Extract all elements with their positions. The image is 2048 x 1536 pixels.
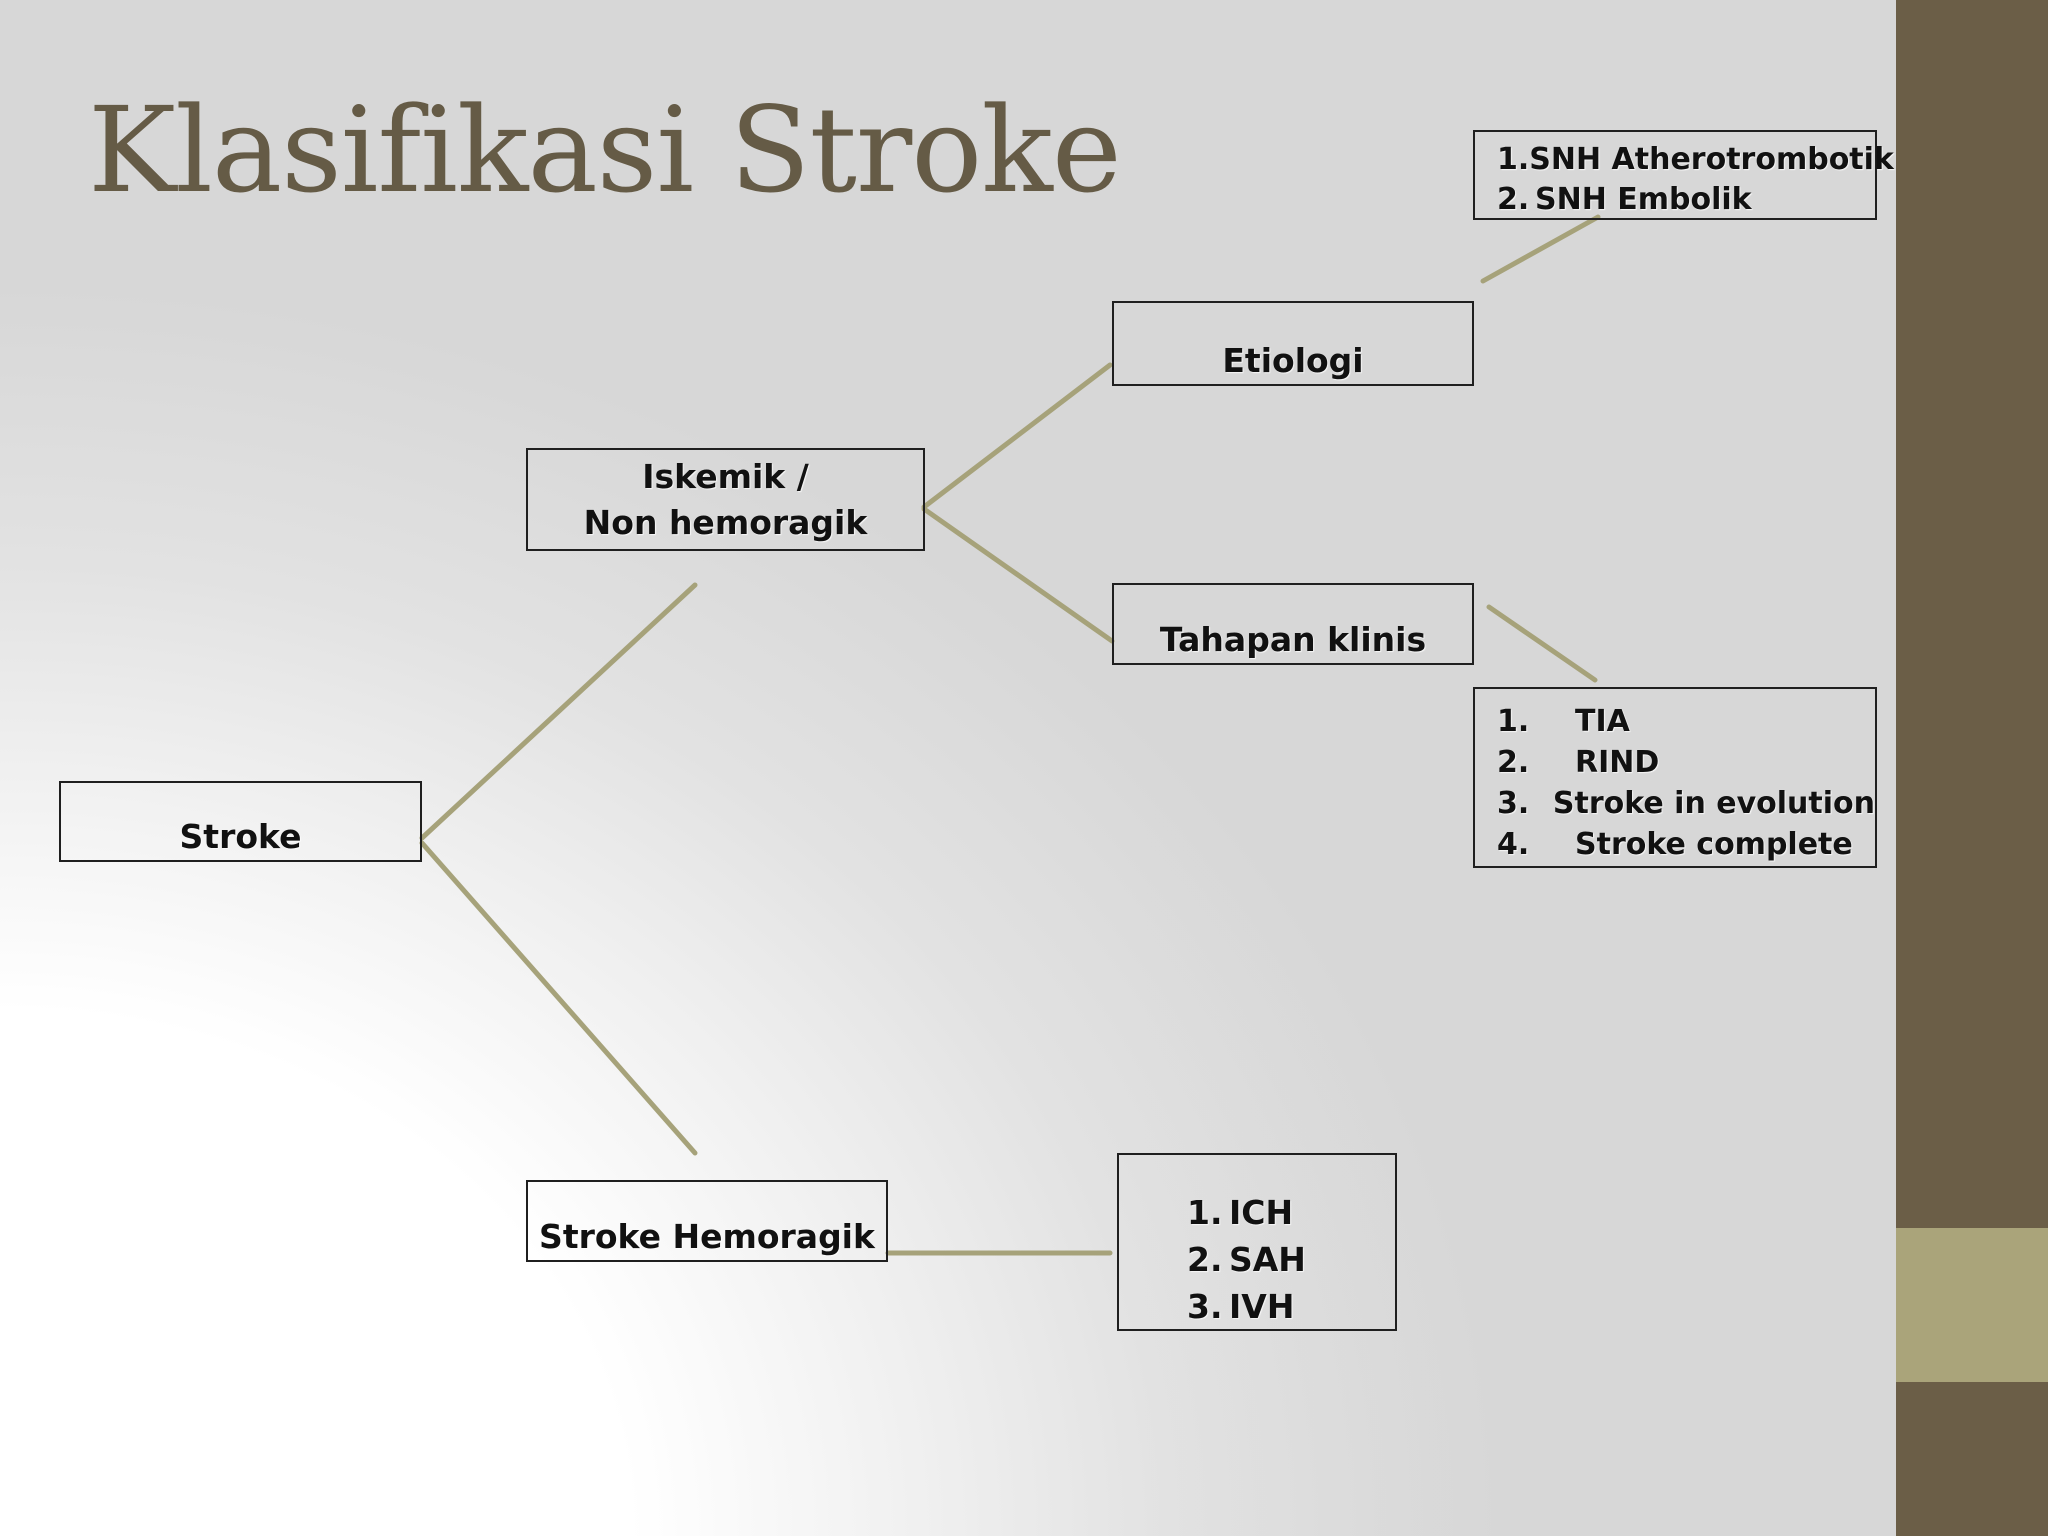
- list-item: 2. RIND: [1497, 742, 1875, 783]
- list-item: 2. SAH: [1187, 1236, 1395, 1283]
- node-etiologi-label: Etiologi: [1222, 341, 1364, 380]
- node-tahapan-klinis: Tahapan klinis: [1112, 583, 1474, 665]
- connector-tahapan-list: [1486, 604, 1598, 683]
- connector-iskemik-tahapan: [921, 506, 1115, 644]
- list-item-number: 1.: [1497, 704, 1530, 739]
- list-item-text: TIA: [1575, 704, 1630, 739]
- connector-stroke-iskemik: [419, 582, 698, 841]
- list-item-text: SAH: [1229, 1240, 1306, 1279]
- node-etiologi-list: 1. SNH Atherotrombotik 2. SNH Embolik: [1473, 130, 1894, 220]
- connector-iskemik-etiologi: [921, 362, 1113, 510]
- list-item-text: Stroke in evolution: [1552, 786, 1875, 821]
- connector-etiologi-snh: [1480, 214, 1601, 284]
- list-item-text: ICH: [1229, 1193, 1294, 1232]
- node-stroke-label: Stroke: [179, 817, 302, 856]
- node-tahapan-list: 1. TIA 2. RIND 3. Stroke in evolution 4.…: [1473, 687, 1877, 868]
- node-stroke-hemoragik-label: Stroke Hemoragik: [539, 1217, 875, 1256]
- list-item-text: SNH Embolik: [1535, 182, 1752, 217]
- node-iskemik-label-line2: Non hemoragik: [583, 502, 868, 542]
- connector-stroke-hemoragik: [419, 840, 698, 1156]
- node-stroke: Stroke: [59, 781, 422, 862]
- node-hemoragik-list: 1. ICH 2. SAH 3. IVH: [1117, 1153, 1397, 1331]
- node-stroke-hemoragik: Stroke Hemoragik: [526, 1180, 888, 1262]
- node-etiologi: Etiologi: [1112, 301, 1474, 386]
- list-item: 1. ICH: [1187, 1189, 1395, 1236]
- decorative-sidebar-accent: [1896, 1228, 2048, 1382]
- list-item: 2. SNH Embolik: [1497, 180, 1875, 220]
- list-item: 4. Stroke complete: [1497, 824, 1875, 865]
- list-item-number: 2.: [1497, 745, 1530, 780]
- list-item-text: RIND: [1575, 745, 1660, 780]
- list-item-number: 3.: [1187, 1287, 1223, 1326]
- list-item-number: 1.: [1187, 1193, 1223, 1232]
- decorative-sidebar: [1896, 0, 2048, 1536]
- list-item: 3. Stroke in evolution: [1497, 783, 1875, 824]
- list-item-text: IVH: [1229, 1287, 1295, 1326]
- list-item-text: SNH Atherotrombotik: [1529, 142, 1894, 177]
- list-item: 3. IVH: [1187, 1283, 1395, 1330]
- list-item: 1. TIA: [1497, 701, 1875, 742]
- node-iskemik: Iskemik / Non hemoragik: [526, 448, 925, 551]
- list-item-number: 3.: [1497, 786, 1530, 821]
- list-item-number: 2.: [1497, 182, 1530, 217]
- list-item-number: 1.: [1497, 142, 1530, 177]
- list-item-number: 2.: [1187, 1240, 1223, 1279]
- list-item-text: Stroke complete: [1575, 827, 1853, 862]
- slide-title: Klasifikasi Stroke: [88, 81, 1122, 219]
- node-iskemik-label-line1: Iskemik /: [642, 456, 809, 496]
- list-item-number: 4.: [1497, 827, 1530, 862]
- list-item: 1. SNH Atherotrombotik: [1497, 140, 1894, 180]
- node-tahapan-klinis-label: Tahapan klinis: [1159, 620, 1427, 659]
